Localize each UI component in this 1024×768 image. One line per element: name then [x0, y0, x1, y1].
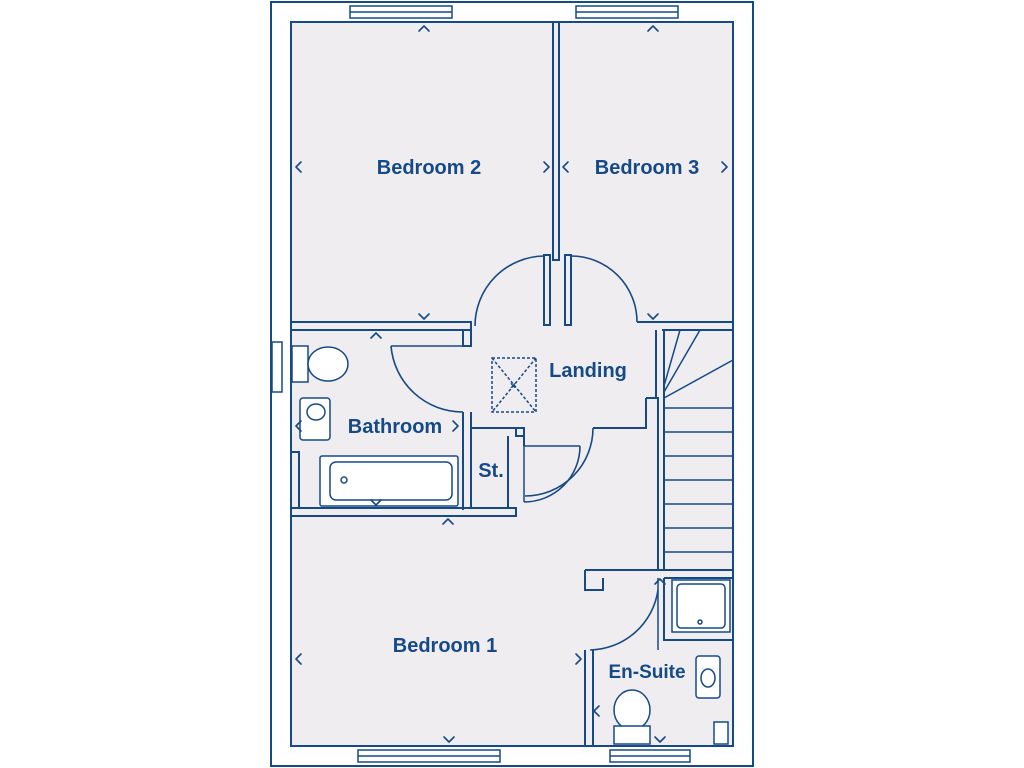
windows [271, 5, 691, 763]
staircase [663, 329, 734, 553]
room-label-en-suite: En-Suite [608, 662, 685, 683]
room-label-bedroom-3: Bedroom 3 [595, 157, 699, 179]
bathroom-fixtures [290, 345, 459, 509]
loft-hatch-icon: × [491, 357, 537, 413]
dimension-markers [295, 25, 728, 743]
radiator-icon [713, 721, 729, 745]
en-suite-fixtures [613, 579, 731, 745]
window-bathroom [271, 341, 283, 393]
interior-walls [291, 21, 734, 746]
bath-icon [319, 455, 459, 507]
room-label-landing: Landing [549, 360, 627, 382]
basin-icon [299, 397, 331, 441]
shower-icon [671, 579, 731, 633]
toilet-icon [291, 345, 349, 383]
room-label-store: St. [478, 460, 504, 482]
room-label-bedroom-1: Bedroom 1 [393, 635, 497, 657]
toilet-icon [613, 689, 651, 745]
room-label-bedroom-2: Bedroom 2 [377, 157, 481, 179]
basin-icon [695, 655, 721, 699]
outer-walls [270, 1, 754, 767]
svg-text:×: × [510, 381, 516, 392]
doors [390, 255, 659, 651]
room-label-bathroom: Bathroom [348, 416, 442, 438]
floor-area [291, 22, 733, 746]
